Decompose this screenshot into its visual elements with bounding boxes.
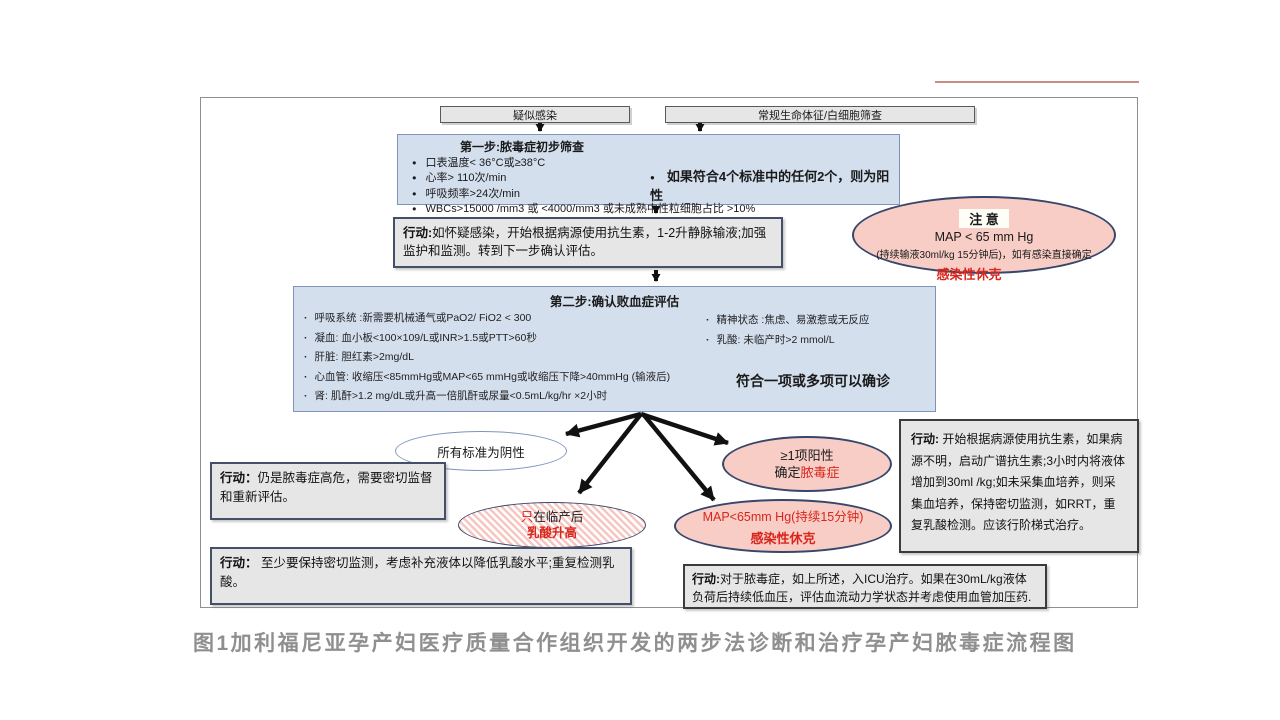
step1-criterion-temperature: 口表温度< 36°C或≥38°C <box>412 156 899 171</box>
step1-criterion-heart-rate: 心率> 110次/min <box>412 171 899 186</box>
action-text: 对于脓毒症，如上所述，入ICU治疗。如果在30mL/kg液体负荷后持续低血压，评… <box>692 572 1032 604</box>
note-ellipse: 注 意 MAP < 65 mm Hg (持续输液30ml/kg 15分钟后)，如… <box>852 196 1116 274</box>
action-text: 如怀疑感染，开始根据病源使用抗生素，1-2升静脉输液;加强监护和监测。转到下一步… <box>403 226 767 258</box>
step2-criterion-coagulation: 凝血: 血小板<100×109/L或INR>1.5或PTT>60秒 <box>304 329 714 349</box>
step1-criteria-list: 口表温度< 36°C或≥38°C 心率> 110次/min 呼吸频率>24次/m… <box>398 156 899 218</box>
action-text: 仍是脓毒症高危，需要密切监督和重新评估。 <box>220 471 433 504</box>
routine-screening-label: 常规生命体征/白细胞筛查 <box>757 109 883 122</box>
step2-confirmation-box: 第二步:确认败血症评估 呼吸系统 :新需要机械通气或PaO2/ FiO2 < 3… <box>293 286 936 412</box>
step2-criterion-renal: 肾: 肌酐>1.2 mg/dL或升高一倍肌酐或尿量<0.5mL/kg/hr ×2… <box>304 387 714 407</box>
step1-title: 第一步:脓毒症初步筛查 <box>460 140 584 154</box>
action-label: 行动: <box>911 432 939 446</box>
outcome-all-negative-label: 所有标准为阴性 <box>437 445 525 460</box>
step1-criterion-wbc: WBCs>15000 /mm3 或 <4000/mm3 或未成熟中性粒细胞占比 … <box>412 202 899 217</box>
action-monitor-box: 行动： 至少要保持密切监测，考虑补充液体以降低乳酸水平;重复检测乳酸。 <box>210 547 632 605</box>
step1-criterion-respiratory-rate: 呼吸频率>24次/min <box>412 187 899 202</box>
lactate-red-part: 只 <box>520 510 534 524</box>
action-screening-box: 行动:如怀疑感染，开始根据病源使用抗生素，1-2升静脉输液;加强监护和监测。转到… <box>393 217 783 268</box>
outcome-septic-shock-ellipse: MAP<65mm Hg(持续15分钟) 感染性休克 <box>674 499 892 553</box>
step2-title: 第二步:确认败血症评估 <box>549 295 680 309</box>
action-text: 至少要保持密切监测，考虑补充液体以降低乳酸水平;重复检测乳酸。 <box>220 556 615 589</box>
note-septic-shock-label: 感染性休克 <box>936 267 1002 282</box>
step1-screening-box: 第一步:脓毒症初步筛查 口表温度< 36°C或≥38°C 心率> 110次/mi… <box>397 134 900 215</box>
sepsis-prefix: 确定 <box>774 465 801 480</box>
outcome-sepsis-ellipse: ≥1项阳性 确定脓毒症 <box>722 436 892 492</box>
suspected-infection-label: 疑似感染 <box>513 109 557 122</box>
sepsis-red-label: 脓毒症 <box>800 465 840 480</box>
step2-criterion-respiratory: 呼吸系统 :新需要机械通气或PaO2/ FiO2 < 300 <box>304 309 714 329</box>
step2-criteria-list-right: 精神状态 :焦虑、易激惹或无反应 乳酸: 未临产时>2 mmol/L <box>706 311 931 350</box>
step2-criteria-list-left: 呼吸系统 :新需要机械通气或PaO2/ FiO2 < 300 凝血: 血小板<1… <box>304 309 714 407</box>
step2-criterion-liver: 肝脏: 胆红素>2mg/dL <box>304 348 714 368</box>
action-highrisk-box: 行动：仍是脓毒症高危，需要密切监督和重新评估。 <box>210 462 446 520</box>
step2-confirm-rule: 符合一项或多项可以确诊 <box>736 373 890 389</box>
outcome-lactate-ellipse: 只在临产后 乳酸升高 <box>458 502 646 548</box>
shock-label: 感染性休克 <box>750 530 816 546</box>
action-label: 行动: <box>692 572 720 586</box>
action-icu-box: 行动:对于脓毒症，如上所述，入ICU治疗。如果在30mL/kg液体负荷后持续低血… <box>683 564 1047 609</box>
lactate-black-part: 在临产后 <box>533 510 584 524</box>
shock-map-line: MAP<65mm Hg(持续15分钟) <box>702 509 864 524</box>
step1-positive-rule: 如果符合4个标准中的任何2个，则为阳性 <box>650 166 899 204</box>
action-label: 行动: <box>403 226 433 240</box>
sepsis-line2: 确定脓毒症 <box>774 464 839 481</box>
figure-caption: 图1加利福尼亚孕产妇医疗质量合作组织开发的两步法诊断和治疗孕产妇脓毒症流程图 <box>193 632 1077 655</box>
outcome-lactate-line2: 乳酸升高 <box>526 526 577 540</box>
sepsis-line1: ≥1项阳性 <box>780 448 834 463</box>
top-red-divider <box>935 81 1139 83</box>
routine-screening-box: 常规生命体征/白细胞筛查 <box>665 106 975 123</box>
step2-criterion-cardiovascular: 心血管: 收缩压<85mmHg或MAP<65 mmHg或收缩压下降>40mmHg… <box>304 368 714 388</box>
outcome-lactate-line1: 只在临产后 <box>521 509 584 525</box>
note-map-threshold: MAP < 65 mm Hg <box>934 230 1034 244</box>
step2-criterion-mental: 精神状态 :焦虑、易激惹或无反应 <box>706 311 931 331</box>
step2-criterion-lactate: 乳酸: 未临产时>2 mmol/L <box>706 331 931 351</box>
suspected-infection-box: 疑似感染 <box>440 106 630 123</box>
action-label: 行动： <box>220 556 258 570</box>
action-text: 开始根据病源使用抗生素，如果病源不明，启动广谱抗生素;3小时内将液体增加到30m… <box>911 432 1126 532</box>
action-antibiotics-box: 行动: 开始根据病源使用抗生素，如果病源不明，启动广谱抗生素;3小时内将液体增加… <box>899 419 1139 553</box>
action-label: 行动： <box>220 471 258 485</box>
note-title: 注 意 <box>959 209 1009 228</box>
note-detail: (持续输液30ml/kg 15分钟后)，如有感染直接确定 <box>876 250 1092 261</box>
